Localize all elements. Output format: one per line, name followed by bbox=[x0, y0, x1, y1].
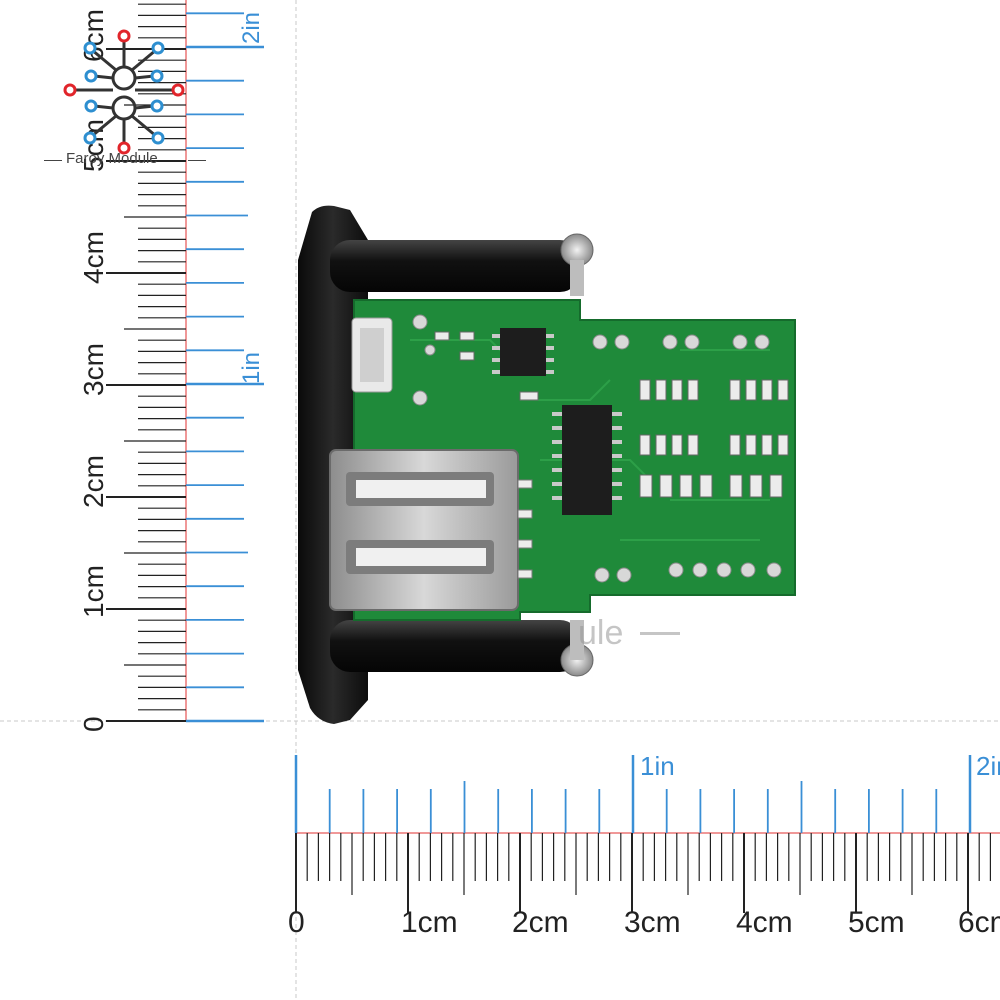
v-cm-label-3: 3cm bbox=[78, 343, 109, 396]
brand-rule-left bbox=[44, 160, 62, 161]
v-inch-label-1: 1in bbox=[238, 351, 265, 384]
h-cm-label-3: 3cm bbox=[624, 906, 681, 939]
circuit-flower-logo-icon bbox=[63, 29, 185, 155]
v-inch-label-2: 2in bbox=[238, 11, 265, 44]
v-cm-label-0: 0 bbox=[78, 716, 109, 732]
v-cm-label-1: 1cm bbox=[78, 565, 109, 618]
h-inch-label-1: 1in bbox=[640, 751, 675, 781]
h-cm-label-4: 4cm bbox=[736, 906, 793, 939]
h-cm-label-1: 1cm bbox=[401, 906, 458, 939]
brand-name: Faroy Module bbox=[66, 150, 158, 167]
watermark-rule bbox=[640, 632, 680, 635]
h-cm-label-2: 2cm bbox=[512, 906, 569, 939]
watermark-text: ule bbox=[578, 614, 624, 652]
audio-module-photo bbox=[298, 205, 796, 725]
h-cm-label-6: 6cm bbox=[958, 906, 1000, 939]
v-cm-label-2: 2cm bbox=[78, 455, 109, 508]
h-inch-label-2: 2in bbox=[976, 751, 1000, 781]
v-cm-label-4: 4cm bbox=[78, 231, 109, 284]
h-cm-label-0: 0 bbox=[288, 906, 305, 939]
h-cm-label-5: 5cm bbox=[848, 906, 905, 939]
brand-rule-right bbox=[188, 160, 206, 161]
